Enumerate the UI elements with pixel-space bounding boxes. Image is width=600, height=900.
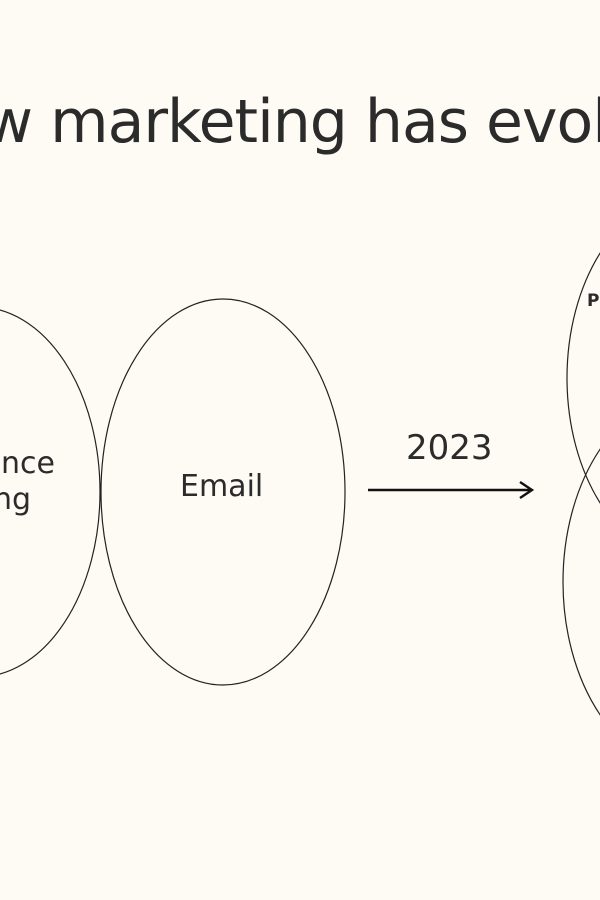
left-circle-label-line1: nce	[1, 446, 55, 481]
left-circle-label: nce ng	[0, 446, 55, 518]
arrow-right-icon	[368, 481, 535, 499]
right-top-circle-outline	[566, 252, 600, 504]
right-circle-label: P	[587, 291, 600, 311]
right-bottom-circle-outline	[562, 448, 600, 716]
email-circle-outline	[100, 298, 346, 686]
slide-title: w marketing has evolv	[0, 87, 600, 157]
left-circle-outline	[0, 309, 101, 675]
email-circle-label: Email	[180, 469, 264, 504]
left-circle-label-line2: ng	[0, 482, 31, 517]
arrow-year-label: 2023	[406, 428, 493, 468]
